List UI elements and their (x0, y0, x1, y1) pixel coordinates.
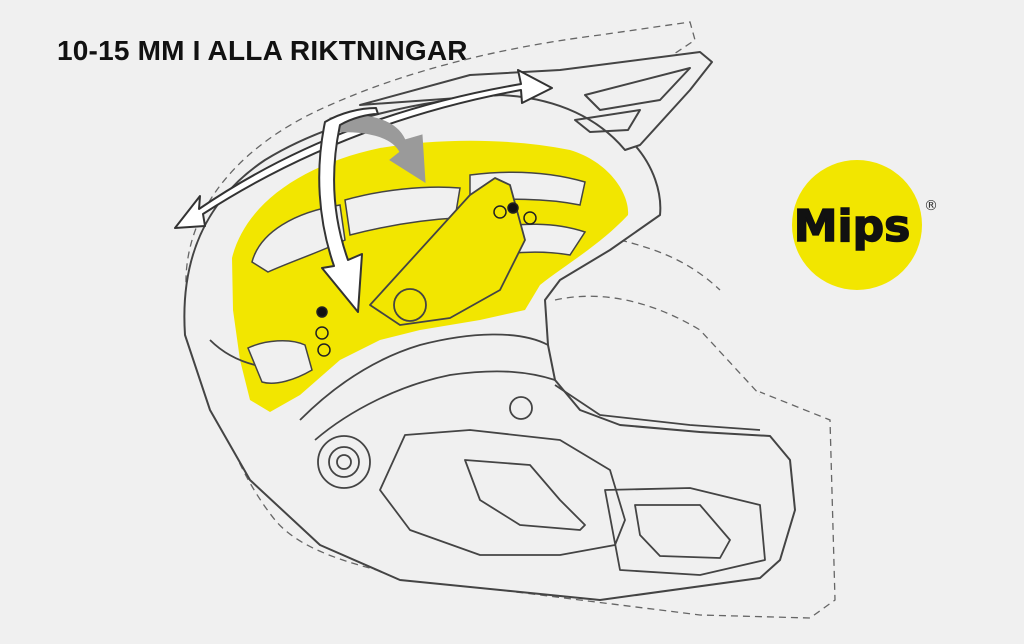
double-arrow-icon (174, 69, 553, 229)
mips-logo: Mips ® (792, 160, 938, 290)
liner-fasteners (315, 202, 537, 357)
registered-mark: ® (924, 198, 938, 214)
helmet-details (209, 177, 766, 576)
down-arrow-icon (318, 107, 379, 313)
headline: 10-15 MM I ALLA RIKTNINGAR (57, 35, 468, 66)
rotation-arrow-icon (329, 115, 426, 183)
mips-logo-text: Mips (794, 201, 911, 252)
